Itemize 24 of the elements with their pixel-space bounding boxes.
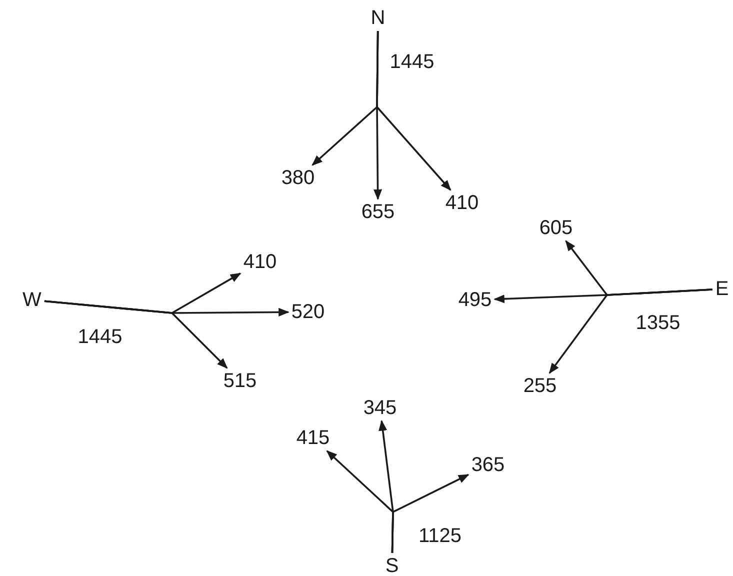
flow-label: 495 bbox=[458, 290, 492, 310]
approach-volume: 1355 bbox=[636, 313, 680, 333]
flow-label: 515 bbox=[223, 371, 257, 391]
flow-arrow bbox=[391, 474, 470, 554]
flow-label: 415 bbox=[296, 428, 330, 448]
flow-label: 345 bbox=[363, 398, 397, 418]
approach-volume: 1445 bbox=[78, 327, 122, 347]
flow-label: N bbox=[370, 8, 386, 28]
flow-label: 655 bbox=[361, 202, 395, 222]
flow-label: 520 bbox=[291, 302, 325, 322]
flow-label: 605 bbox=[539, 218, 573, 238]
flow-label: 410 bbox=[243, 252, 277, 272]
flow-arrow bbox=[376, 30, 452, 191]
flow-label: S bbox=[385, 556, 399, 576]
flow-arrow bbox=[44, 300, 228, 369]
flow-label: 410 bbox=[445, 193, 479, 213]
flow-label: 380 bbox=[281, 168, 315, 188]
approach-volume: 1125 bbox=[418, 526, 462, 546]
flow-label: 365 bbox=[471, 455, 505, 475]
approach-volume: 1445 bbox=[390, 52, 434, 72]
flow-arrow bbox=[548, 288, 712, 374]
flow-label: W bbox=[22, 290, 42, 310]
flow-label: E bbox=[715, 279, 729, 299]
flow-label: 255 bbox=[523, 376, 557, 396]
